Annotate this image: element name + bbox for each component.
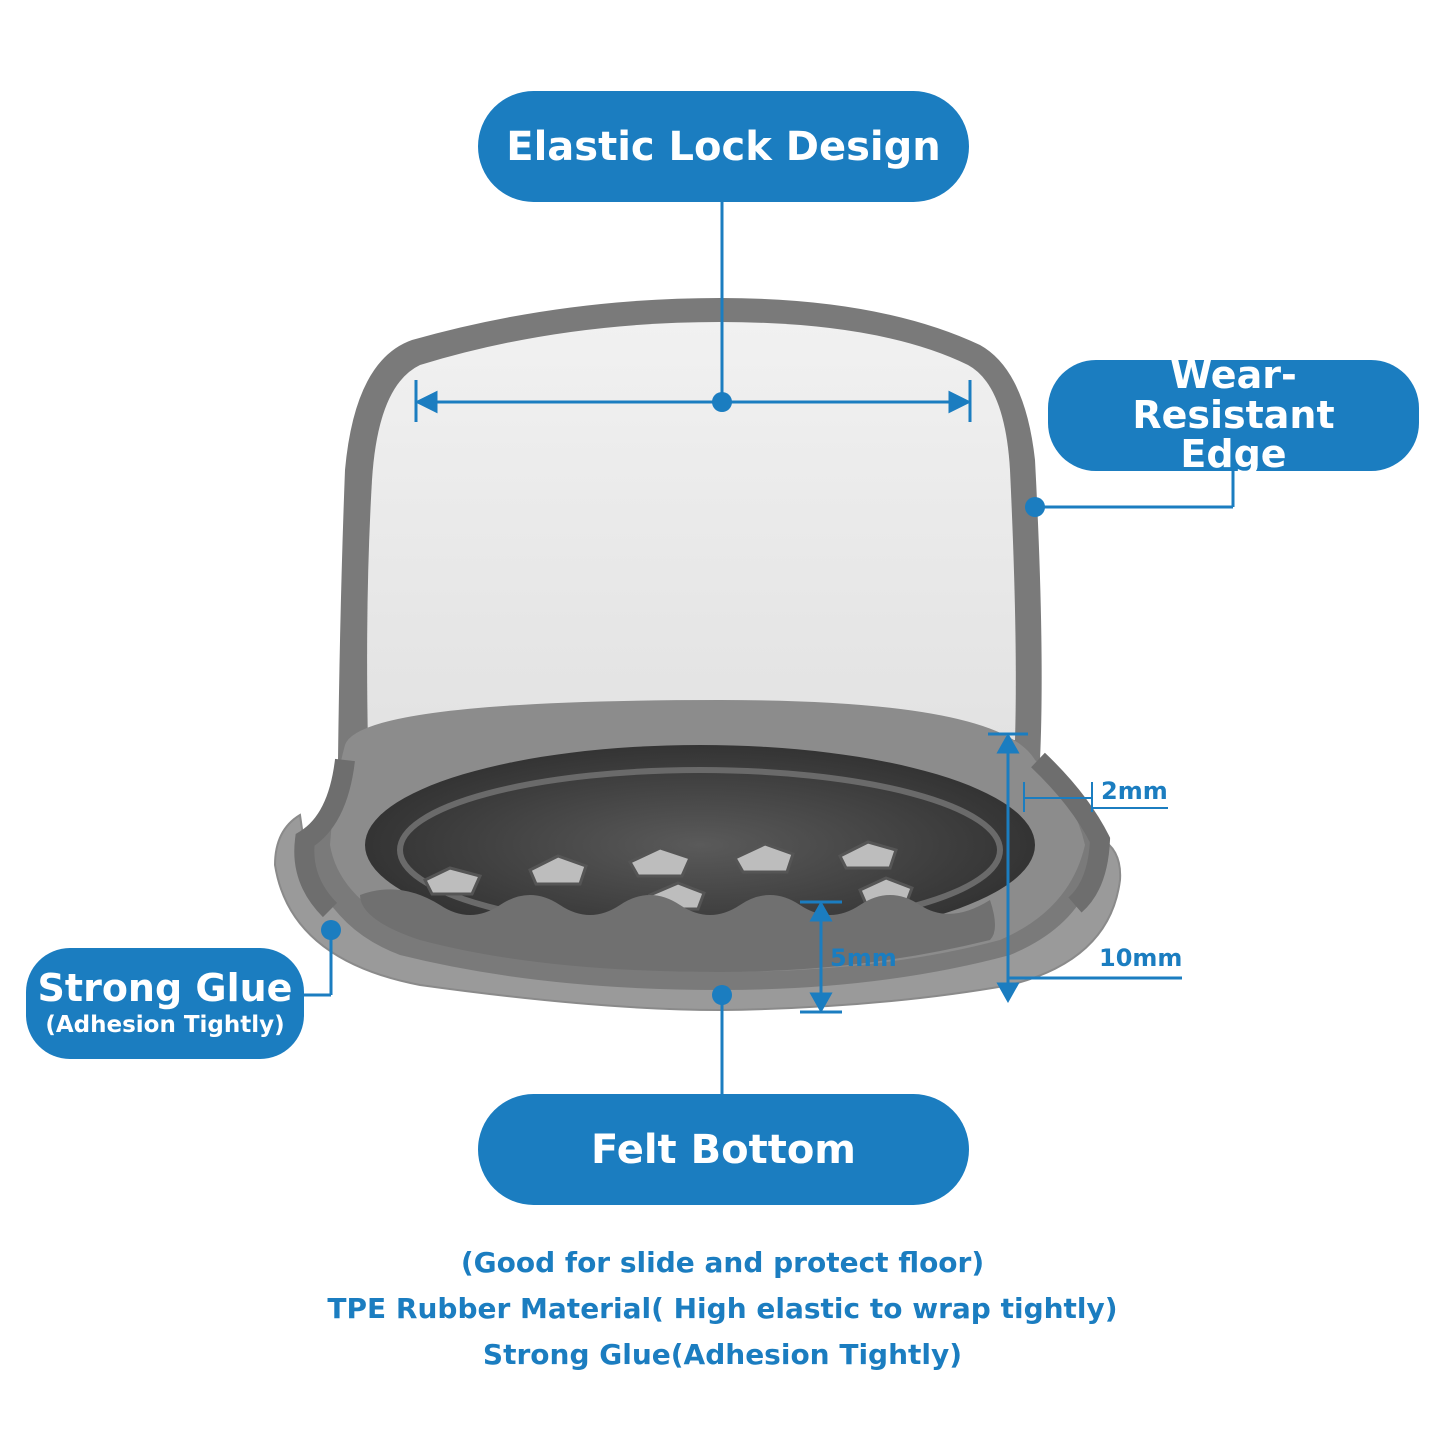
height-dimension-label: 10mm [1099, 944, 1183, 972]
caption-glue: Strong Glue(Adhesion Tightly) [482, 1338, 963, 1371]
strong-glue-label: Strong Glue [37, 966, 293, 1011]
wear-resistant-label: Wear-Resistant Edge [1132, 352, 1335, 477]
caption-material: TPE Rubber Material( High elastic to wra… [327, 1292, 1118, 1325]
height-dimension [988, 732, 1182, 1004]
sleeve-edge-left [294, 758, 355, 918]
strong-glue-callout: Strong Glue (Adhesion Tightly) [26, 948, 304, 1059]
sleeve-inner [367, 322, 1016, 745]
elastic-lock-label: Elastic Lock Design [506, 123, 941, 170]
width-dimension [414, 380, 972, 422]
sleeve-edge-right [1031, 752, 1111, 913]
cap-tread [422, 840, 914, 911]
rim-dimension [1023, 782, 1168, 812]
caption-slide: (Good for slide and protect floor) [460, 1246, 985, 1279]
felt-dimension [800, 900, 842, 1014]
felt-dimension-label: 5mm [830, 944, 897, 972]
rim-dimension-label: 2mm [1101, 777, 1168, 805]
felt-bottom-label: Felt Bottom [591, 1126, 856, 1173]
front-lip [360, 889, 995, 972]
elastic-lock-callout: Elastic Lock Design [478, 91, 969, 202]
strong-glue-sublabel: (Adhesion Tightly) [45, 1012, 285, 1039]
callout-leaders [304, 202, 1235, 1094]
felt-bottom-callout: Felt Bottom [478, 1094, 969, 1205]
wear-resistant-callout: Wear-Resistant Edge [1048, 355, 1419, 474]
